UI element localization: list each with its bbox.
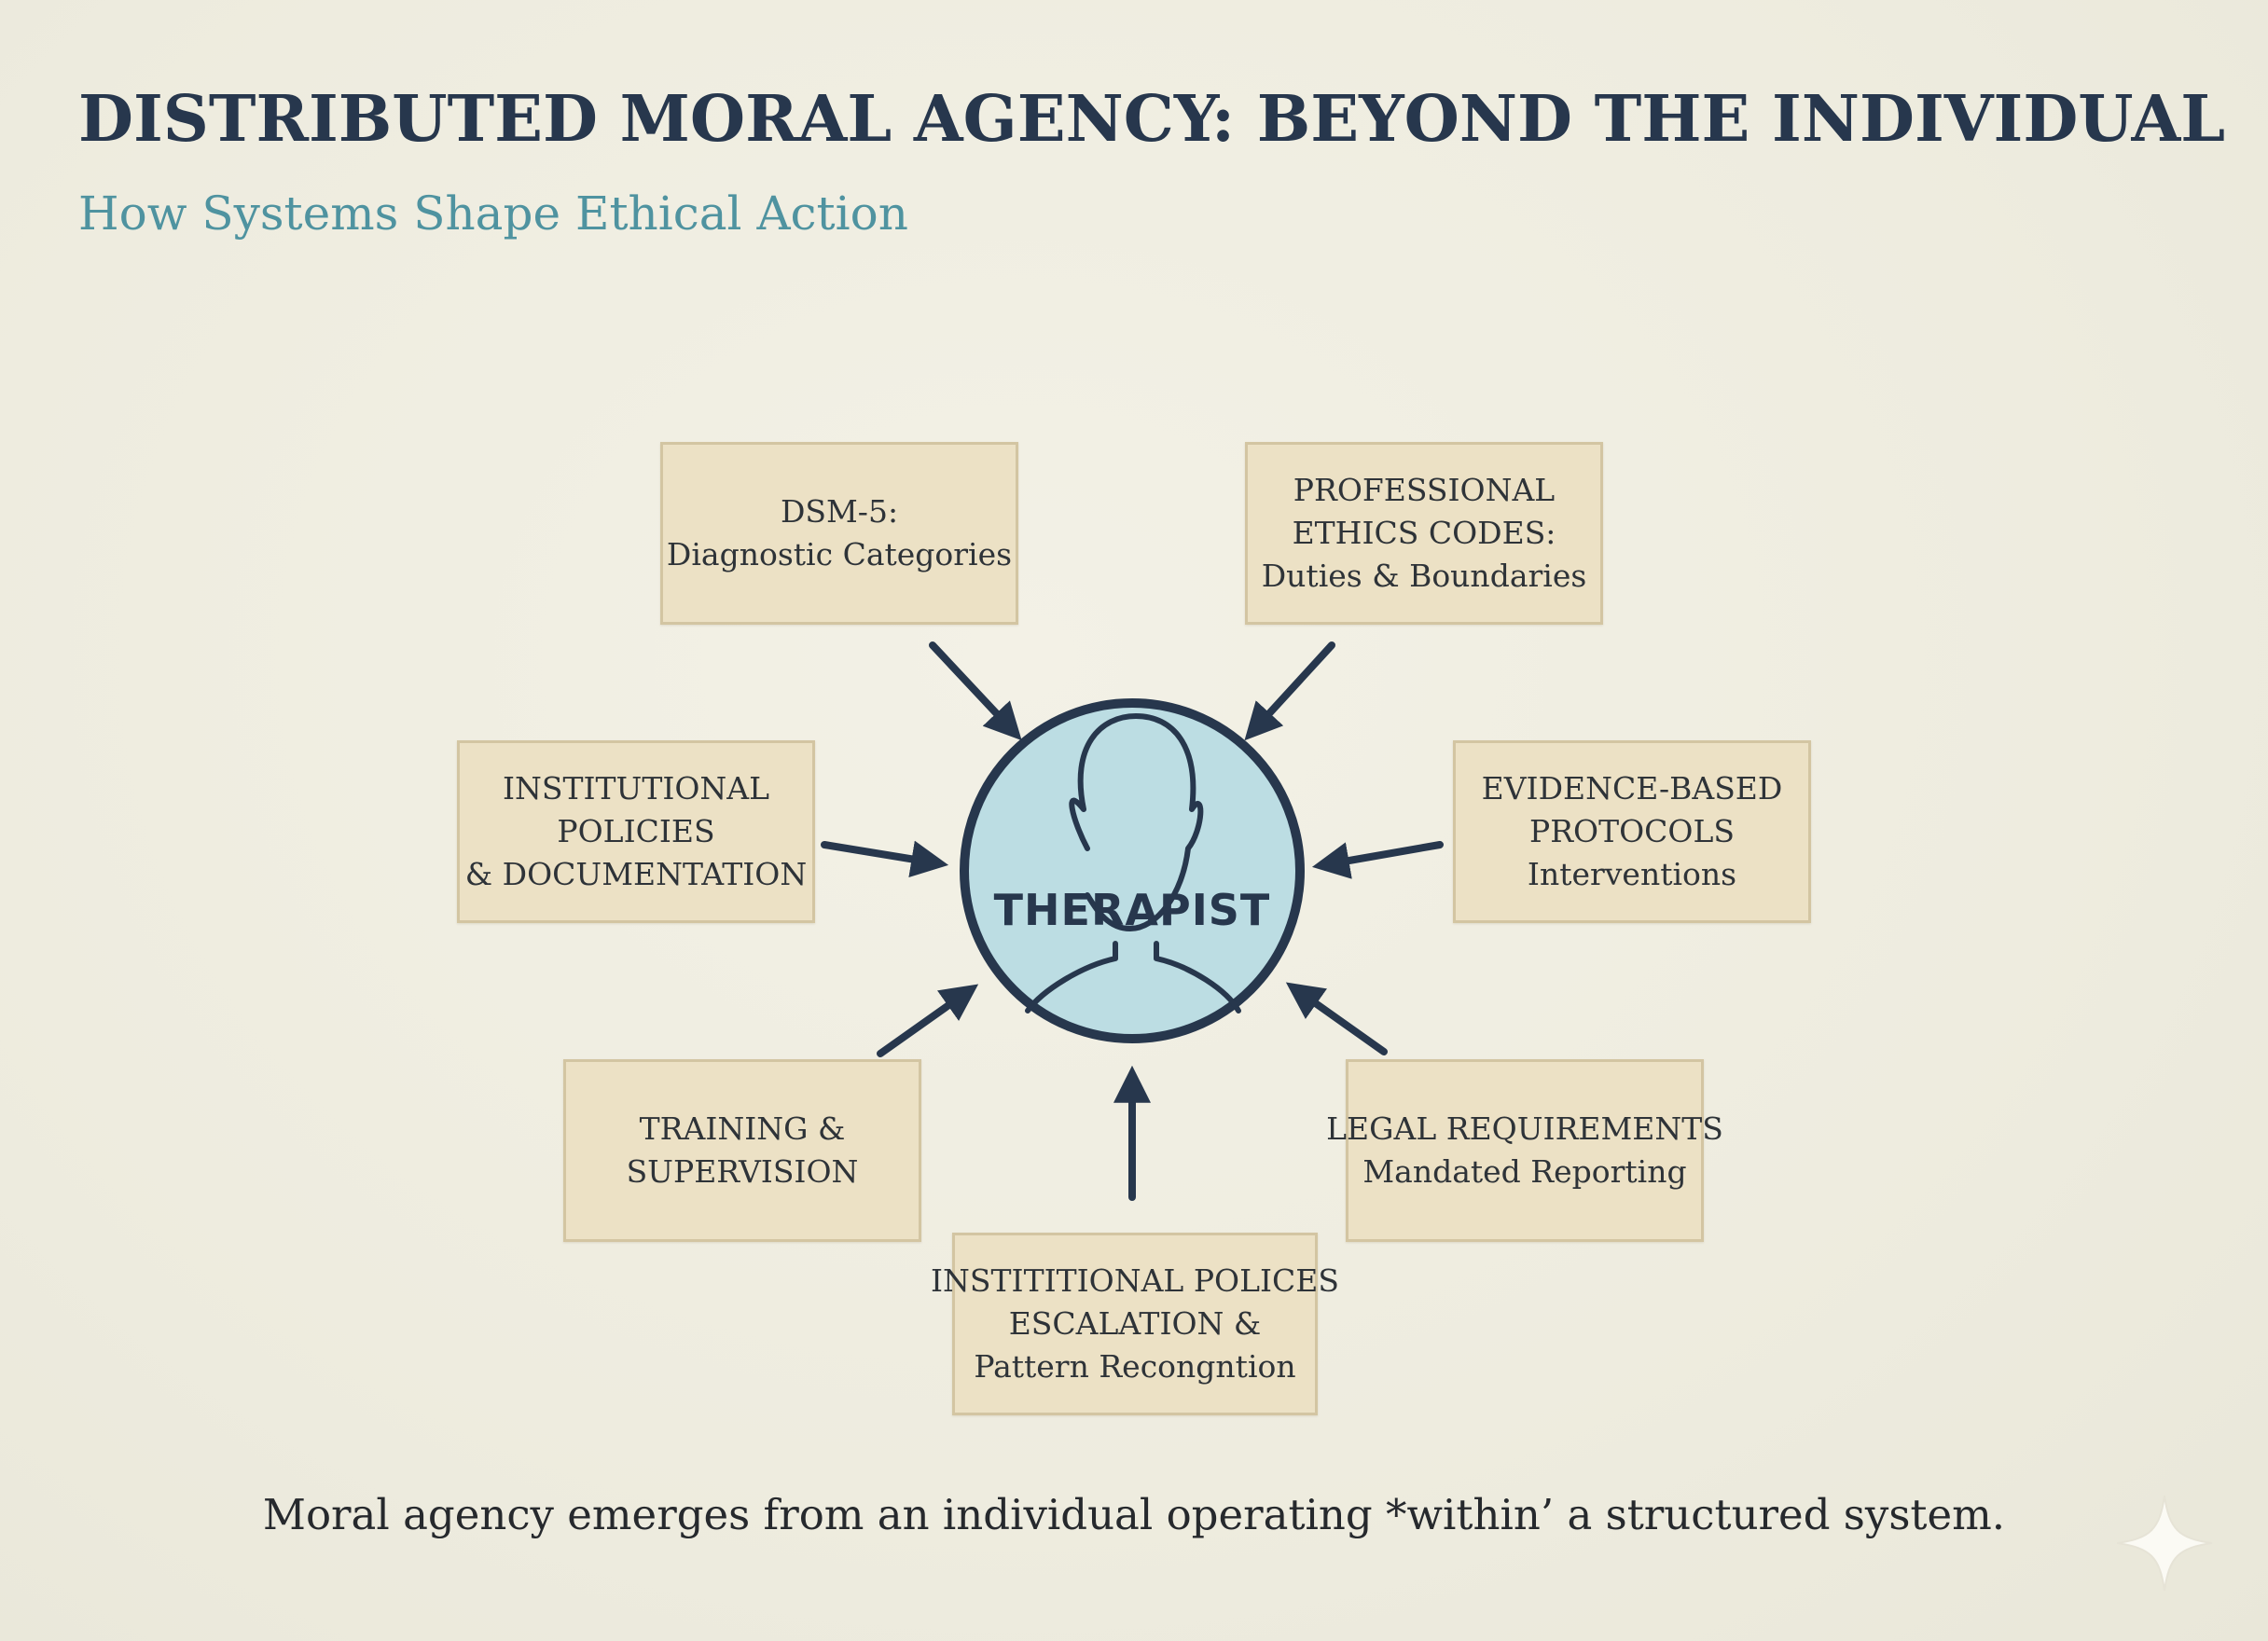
arrow-evidence bbox=[1311, 841, 1444, 879]
node-ethics-line-3: Duties & Boundaries bbox=[1261, 558, 1587, 594]
node-evidence-line-1: EVIDENCE-BASED bbox=[1481, 770, 1783, 807]
node-ethics: PROFESSIONAL ETHICS CODES: Duties & Boun… bbox=[1245, 442, 1603, 625]
sparkle-icon bbox=[2116, 1495, 2213, 1592]
node-legal-line-1: LEGAL REQUIREMENTS bbox=[1326, 1110, 1723, 1147]
person-silhouette-icon bbox=[1025, 713, 1241, 1014]
node-ethics-line-1: PROFESSIONAL bbox=[1293, 472, 1556, 508]
node-institutional-line-1: INSTITUTIONAL bbox=[502, 770, 770, 807]
node-training-line-2: SUPERVISION bbox=[626, 1153, 859, 1190]
node-escalation-line-3: Pattern Recongntion bbox=[974, 1348, 1296, 1385]
node-institutional-line-2: POLICIES bbox=[557, 813, 715, 849]
page-subtitle: How Systems Shape Ethical Action bbox=[78, 186, 908, 241]
node-escalation-line-2: ESCALATION & bbox=[1008, 1305, 1262, 1342]
node-dsm: DSM-5: Diagnostic Categories bbox=[660, 442, 1018, 625]
node-legal-line-2: Mandated Reporting bbox=[1362, 1153, 1687, 1190]
page-title: DISTRIBUTED MORAL AGENCY: BEYOND THE IND… bbox=[78, 82, 2226, 157]
node-evidence-line-3: Interventions bbox=[1527, 856, 1737, 892]
node-escalation-line-1: INSTITITIONAL POLICES bbox=[931, 1262, 1339, 1299]
arrow-legal bbox=[1285, 982, 1388, 1055]
node-institutional: INSTITUTIONAL POLICIES & DOCUMENTATION bbox=[457, 740, 815, 923]
arrow-institutional bbox=[821, 840, 949, 878]
arrow-ethics bbox=[1244, 641, 1335, 741]
arrow-training bbox=[877, 984, 979, 1057]
node-evidence: EVIDENCE-BASED PROTOCOLS Interventions bbox=[1453, 740, 1811, 923]
node-evidence-line-2: PROTOCOLS bbox=[1529, 813, 1735, 849]
node-training-line-1: TRAINING & bbox=[639, 1110, 846, 1147]
node-legal: LEGAL REQUIREMENTS Mandated Reporting bbox=[1326, 1059, 1723, 1242]
center-label: THERAPIST bbox=[994, 885, 1271, 935]
therapist-circle bbox=[960, 698, 1305, 1043]
arrow-dsm bbox=[929, 641, 1022, 741]
footer-caption: Moral agency emerges from an individual … bbox=[262, 1490, 2006, 1539]
node-institutional-line-3: & DOCUMENTATION bbox=[464, 856, 808, 892]
node-ethics-line-2: ETHICS CODES: bbox=[1292, 515, 1556, 551]
node-dsm-line-1: DSM-5: bbox=[780, 493, 899, 530]
node-dsm-line-2: Diagnostic Categories bbox=[666, 536, 1013, 572]
node-escalation: INSTITITIONAL POLICES ESCALATION & Patte… bbox=[931, 1233, 1339, 1415]
node-training: TRAINING & SUPERVISION bbox=[563, 1059, 921, 1242]
